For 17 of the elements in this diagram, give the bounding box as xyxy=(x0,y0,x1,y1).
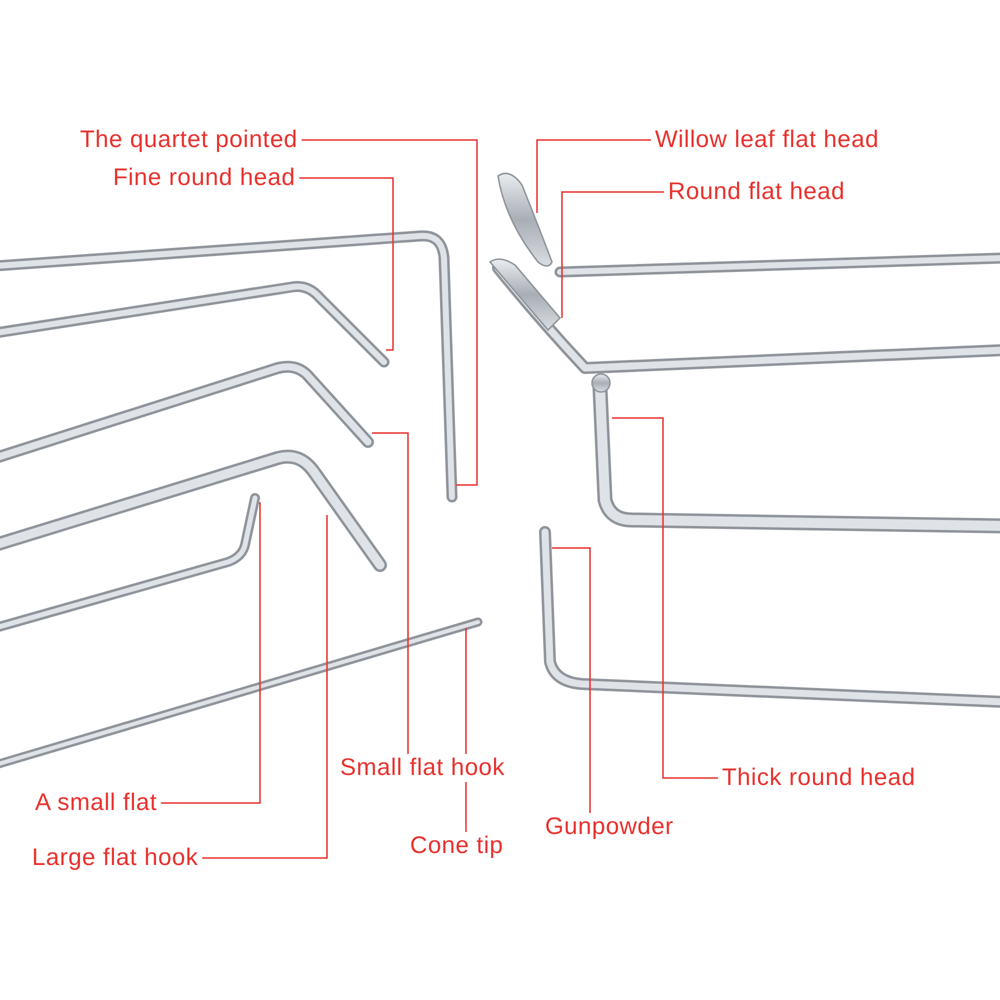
leader-line xyxy=(161,502,261,804)
probe-tool-drawing xyxy=(0,493,260,633)
probe-tool-drawing xyxy=(591,373,1000,534)
leader-line xyxy=(561,191,664,319)
leader-line xyxy=(302,139,478,486)
probe-tool-drawing xyxy=(0,450,387,572)
part-label: Small flat hook xyxy=(340,754,505,782)
leader-line xyxy=(536,139,651,214)
probe-tool-drawing xyxy=(497,172,1000,278)
probe-tool-drawing xyxy=(539,526,1000,708)
probe-tool-drawing xyxy=(0,230,458,502)
leader-line xyxy=(299,177,394,351)
part-label: Cone tip xyxy=(410,832,504,860)
leader-line xyxy=(202,514,328,859)
probe-tool-drawing xyxy=(489,258,1000,374)
leader-line xyxy=(612,417,718,779)
part-label: Gunpowder xyxy=(545,813,674,841)
